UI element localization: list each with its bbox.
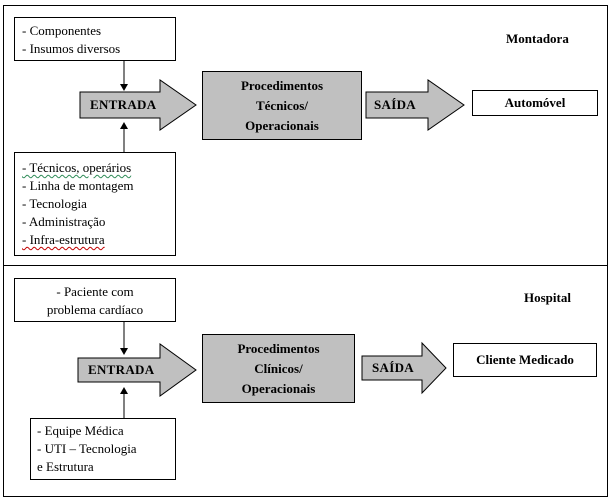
input-item-text: - Técnicos, operários bbox=[22, 160, 132, 175]
process-line: Operacionais bbox=[245, 117, 319, 133]
entrada-label-montadora: ENTRADA bbox=[90, 97, 157, 112]
montadora-inputs-top: - Componentes - Insumos diversos bbox=[14, 17, 176, 61]
input-item: - Insumos diversos bbox=[22, 41, 121, 56]
input-item: - UTI – Tecnologia bbox=[37, 441, 137, 456]
input-item: - Infra-estrutura bbox=[22, 231, 175, 249]
input-item: - Administração bbox=[22, 214, 106, 229]
entrada-arrow-montadora bbox=[79, 79, 197, 131]
connector-bottom-montadora-head bbox=[120, 122, 128, 129]
connector-bottom-hospital-head bbox=[120, 387, 128, 394]
process-box-montadora: Procedimentos Técnicos/ Operacionais bbox=[202, 71, 362, 140]
input-item: - Tecnologia bbox=[22, 196, 87, 211]
process-line: Técnicos/ bbox=[255, 97, 308, 113]
entrada-arrow-hospital bbox=[77, 343, 197, 397]
saida-label-hospital: SAÍDA bbox=[372, 360, 414, 375]
saida-label-montadora: SAÍDA bbox=[374, 97, 416, 112]
input-item: problema cardíaco bbox=[46, 302, 144, 317]
input-item: - Componentes bbox=[22, 23, 102, 38]
input-item: - Paciente com bbox=[56, 284, 134, 299]
input-item: - Equipe Médica bbox=[37, 423, 124, 438]
process-line: Clínicos/ bbox=[254, 360, 303, 376]
entrada-label-hospital: ENTRADA bbox=[88, 362, 155, 377]
process-line: Procedimentos bbox=[237, 340, 320, 356]
montadora-label: Montadora bbox=[506, 31, 569, 46]
hospital-inputs-top: - Paciente com problema cardíaco bbox=[14, 278, 176, 322]
montadora-inputs-bottom: - Técnicos, operários - Linha de montage… bbox=[14, 152, 176, 256]
output-label: Cliente Medicado bbox=[476, 352, 574, 367]
input-item: e Estrutura bbox=[37, 459, 94, 474]
saida-arrow-hospital bbox=[361, 341, 447, 395]
input-item: - Técnicos, operários bbox=[22, 159, 175, 177]
connector-top-montadora-head bbox=[120, 84, 128, 91]
hospital-inputs-bottom: - Equipe Médica - UTI – Tecnologia e Est… bbox=[30, 418, 176, 480]
output-box-montadora: Automóvel bbox=[472, 90, 598, 116]
output-label: Automóvel bbox=[504, 95, 566, 110]
process-line: Operacionais bbox=[241, 380, 316, 396]
input-item: - Linha de montagem bbox=[22, 178, 134, 193]
input-item-text: - Infra-estrutura bbox=[22, 232, 105, 247]
saida-arrow-montadora bbox=[365, 79, 465, 131]
process-line: Procedimentos bbox=[240, 77, 324, 93]
output-box-hospital: Cliente Medicado bbox=[453, 343, 597, 377]
connector-top-hospital-head bbox=[120, 348, 128, 355]
process-box-hospital: Procedimentos Clínicos/ Operacionais bbox=[202, 334, 355, 403]
hospital-label: Hospital bbox=[524, 290, 571, 305]
